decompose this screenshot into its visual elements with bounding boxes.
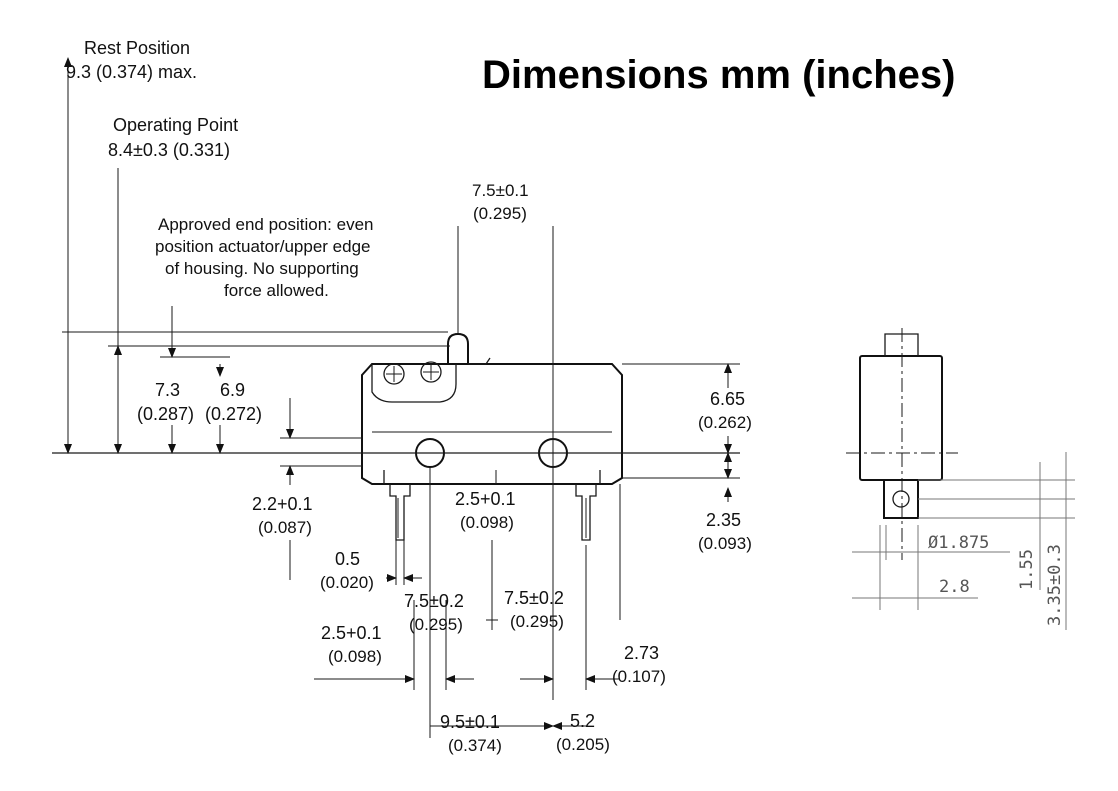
svg-text:(0.287): (0.287): [137, 404, 194, 424]
svg-text:Operating Point: Operating Point: [113, 115, 238, 135]
svg-text:(0.093): (0.093): [698, 534, 752, 553]
svg-text:(0.374): (0.374): [448, 736, 502, 755]
dim-7-5-bottom: 7.5±0.2 (0.295) 7.5±0.2 (0.295): [404, 484, 621, 690]
svg-text:(0.295): (0.295): [409, 615, 463, 634]
svg-text:(0.262): (0.262): [698, 413, 752, 432]
svg-text:(0.205): (0.205): [556, 735, 610, 754]
svg-text:2.5+0.1: 2.5+0.1: [455, 489, 516, 509]
dim-9-5-and-5-2: 9.5±0.1 (0.374) 5.2 (0.205): [430, 711, 610, 755]
svg-text:5.2: 5.2: [570, 711, 595, 731]
dim-2-2: 2.2+0.1 (0.087): [252, 398, 313, 580]
svg-text:Rest Position: Rest Position: [84, 38, 190, 58]
svg-text:7.5±0.1: 7.5±0.1: [472, 181, 529, 200]
dim-2-5-mid: 2.5+0.1 (0.098): [455, 489, 516, 630]
svg-text:(0.098): (0.098): [460, 513, 514, 532]
svg-text:(0.107): (0.107): [612, 667, 666, 686]
switch-front-view: [361, 332, 623, 541]
svg-text:6.9: 6.9: [220, 380, 245, 400]
svg-text:9.5±0.1: 9.5±0.1: [440, 712, 500, 732]
svg-text:2.73: 2.73: [624, 643, 659, 663]
dim-rest-position: Rest Position 9.3 (0.374) max.: [64, 38, 197, 454]
svg-text:7.5±0.2: 7.5±0.2: [504, 588, 564, 608]
svg-text:position actuator/upper edge: position actuator/upper edge: [155, 237, 371, 256]
svg-text:2.2+0.1: 2.2+0.1: [252, 494, 313, 514]
dim-2-73: 2.73 (0.107): [520, 643, 666, 686]
svg-text:Approved end position: even: Approved end position: even: [158, 215, 374, 234]
svg-text:(0.272): (0.272): [205, 404, 262, 424]
dim-2-35: 2.35 (0.093): [698, 452, 752, 553]
svg-text:8.4±0.3 (0.331): 8.4±0.3 (0.331): [108, 140, 230, 160]
dim-7-5-top: 7.5±0.1 (0.295): [472, 181, 529, 223]
svg-text:2.35: 2.35: [706, 510, 741, 530]
dim-6-65: 6.65 (0.262): [698, 363, 752, 454]
side-view-labels: Ø1.875 2.8 1.55 3.35±0.3: [928, 533, 1065, 626]
svg-text:(0.087): (0.087): [258, 518, 312, 537]
svg-text:(0.020): (0.020): [320, 573, 374, 592]
svg-text:2.8: 2.8: [939, 577, 970, 597]
svg-text:1.55: 1.55: [1017, 549, 1037, 590]
svg-text:force allowed.: force allowed.: [224, 281, 329, 300]
svg-text:2.5+0.1: 2.5+0.1: [321, 623, 382, 643]
dim-operating-point: Operating Point 8.4±0.3 (0.331): [108, 115, 238, 454]
page-title: Dimensions mm (inches): [482, 53, 955, 97]
svg-text:6.65: 6.65: [710, 389, 745, 409]
front-view-reference-lines: [52, 226, 740, 738]
svg-text:of housing. No supporting: of housing. No supporting: [165, 259, 359, 278]
svg-text:(0.295): (0.295): [510, 612, 564, 631]
dim-2-5-low: 2.5+0.1 (0.098): [314, 623, 474, 683]
svg-text:7.3: 7.3: [155, 380, 180, 400]
svg-text:(0.295): (0.295): [473, 204, 527, 223]
switch-side-view: [846, 328, 1075, 630]
svg-text:9.3 (0.374) max.: 9.3 (0.374) max.: [66, 62, 197, 82]
note-approved-end-position: Approved end position: even position act…: [155, 215, 374, 300]
svg-text:3.35±0.3: 3.35±0.3: [1045, 544, 1065, 626]
dim-0-5: 0.5 (0.020): [320, 540, 422, 592]
svg-text:Ø1.875: Ø1.875: [928, 533, 989, 553]
svg-text:0.5: 0.5: [335, 549, 360, 569]
dim-7-3-and-6-9: 7.3 (0.287) 6.9 (0.272): [137, 306, 262, 454]
svg-text:(0.098): (0.098): [328, 647, 382, 666]
svg-text:7.5±0.2: 7.5±0.2: [404, 591, 464, 611]
